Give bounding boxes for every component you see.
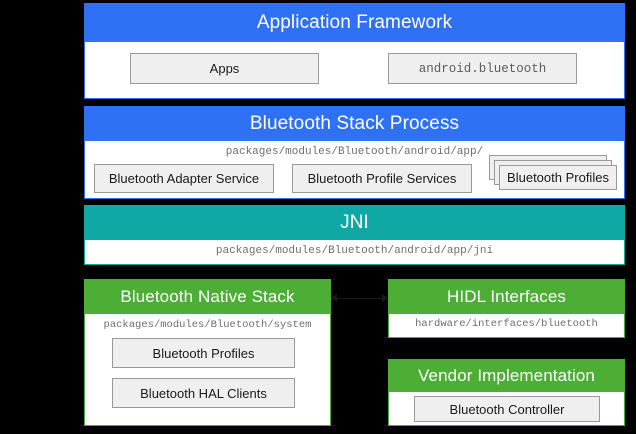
panel-bluetooth-native-stack: Bluetooth Native Stack packages/modules/… <box>84 279 331 426</box>
connector-arrow-right-icon <box>382 294 388 302</box>
bluetooth-native-stack-path: packages/modules/Bluetooth/system <box>103 319 312 331</box>
application-framework-body: Apps android.bluetooth <box>85 42 624 98</box>
panel-vendor-implementation: Vendor Implementation Bluetooth Controll… <box>388 359 625 426</box>
node-bluetooth-adapter-service[interactable]: Bluetooth Adapter Service <box>94 164 274 193</box>
native-stack-to-hidl-connector <box>331 298 388 299</box>
jni-path: packages/modules/Bluetooth/android/app/j… <box>215 245 494 257</box>
jni-header: JNI <box>85 206 624 240</box>
node-android-bluetooth[interactable]: android.bluetooth <box>388 53 577 84</box>
stack-sheet-front-label: Bluetooth Profiles <box>499 165 617 190</box>
panel-bluetooth-stack-process: Bluetooth Stack Process packages/modules… <box>84 106 625 199</box>
node-bluetooth-profiles[interactable]: Bluetooth Profiles <box>112 338 295 368</box>
bluetooth-stack-process-path: packages/modules/Bluetooth/android/app/ <box>225 146 484 158</box>
vendor-implementation-header: Vendor Implementation <box>389 360 624 392</box>
node-bluetooth-profiles-stack[interactable]: Bluetooth Profiles <box>489 155 617 197</box>
hidl-interfaces-body: hardware/interfaces/bluetooth <box>389 314 624 337</box>
vendor-implementation-body: Bluetooth Controller <box>389 392 624 425</box>
hidl-interfaces-header: HIDL Interfaces <box>389 280 624 314</box>
bluetooth-stack-process-body: packages/modules/Bluetooth/android/app/ … <box>85 141 624 198</box>
node-bluetooth-hal-clients[interactable]: Bluetooth HAL Clients <box>112 378 295 408</box>
bluetooth-native-stack-header: Bluetooth Native Stack <box>85 280 330 314</box>
node-bluetooth-profile-services[interactable]: Bluetooth Profile Services <box>292 164 472 193</box>
node-apps[interactable]: Apps <box>130 53 319 84</box>
connector-arrow-left-icon <box>331 294 337 302</box>
bluetooth-native-stack-body: packages/modules/Bluetooth/system Blueto… <box>85 314 330 425</box>
application-framework-header: Application Framework <box>85 4 624 42</box>
panel-hidl-interfaces: HIDL Interfaces hardware/interfaces/blue… <box>388 279 625 338</box>
jni-body: packages/modules/Bluetooth/android/app/j… <box>85 240 624 264</box>
panel-jni: JNI packages/modules/Bluetooth/android/a… <box>84 205 625 265</box>
node-bluetooth-controller[interactable]: Bluetooth Controller <box>414 396 600 422</box>
bluetooth-stack-process-header: Bluetooth Stack Process <box>85 107 624 141</box>
panel-application-framework: Application Framework Apps android.bluet… <box>84 3 625 99</box>
hidl-interfaces-path: hardware/interfaces/bluetooth <box>415 318 598 330</box>
